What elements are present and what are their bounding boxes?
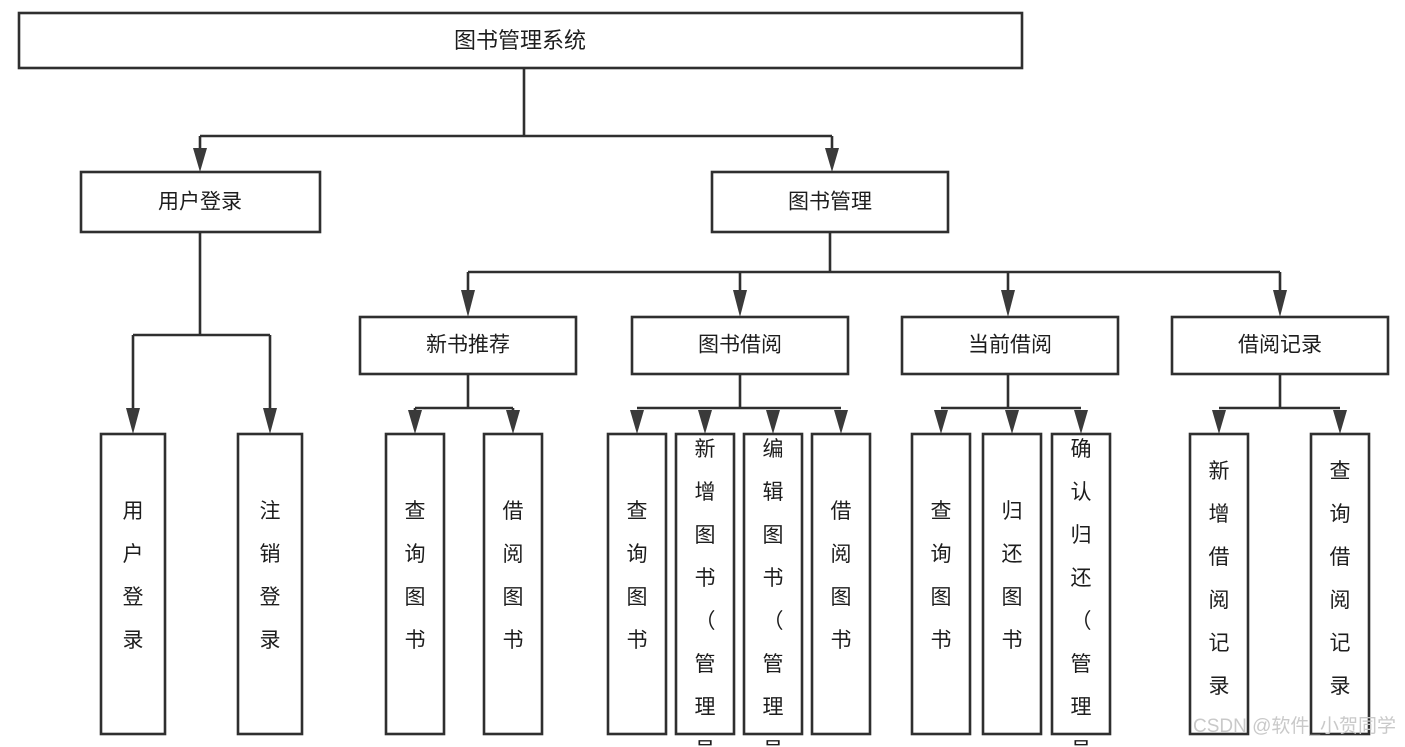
node-borrow-record-label: 借阅记录 <box>1238 334 1322 357</box>
node-leaf-query-book-borrow-box[interactable] <box>606 432 668 736</box>
arrow-head-book-borrow <box>733 290 747 317</box>
node-root[interactable]: 图书管理系统 <box>17 11 1024 70</box>
node-new-book-recommend[interactable]: 新书推荐 <box>358 315 578 376</box>
arrow-head-leaf-query-book-borrow <box>630 410 644 434</box>
arrow-head-leaf-logout-login <box>263 408 277 434</box>
node-leaf-query-book-rec[interactable]: 查询图书 <box>384 432 446 736</box>
arrow-head-leaf-confirm-return-admin <box>1074 410 1088 434</box>
node-book-borrow-box[interactable] <box>630 315 850 376</box>
arrow-head-leaf-return-book <box>1005 410 1019 434</box>
arrow-head-leaf-borrow-book <box>834 410 848 434</box>
node-leaf-user-login[interactable]: 用户登录 <box>99 432 167 736</box>
arrow-head-leaf-user-login <box>126 408 140 434</box>
arrow-head-leaf-edit-book-admin <box>766 410 780 434</box>
arrow-head-leaf-query-book-rec <box>408 410 422 434</box>
node-leaf-query-book-current-box[interactable] <box>910 432 972 736</box>
node-current-borrow-box[interactable] <box>900 315 1120 376</box>
node-book-borrow[interactable]: 图书借阅 <box>630 315 850 376</box>
node-root-box[interactable] <box>17 11 1024 70</box>
node-leaf-add-borrow-record-label: 新增借阅记录 <box>1209 460 1230 698</box>
node-leaf-borrow-book-rec-label: 借阅图书 <box>503 500 524 652</box>
node-borrow-record[interactable]: 借阅记录 <box>1170 315 1390 376</box>
node-leaf-query-book-borrow-label: 查询图书 <box>627 500 648 652</box>
node-leaf-return-book[interactable]: 归还图书 <box>981 432 1043 736</box>
node-leaf-edit-book-admin[interactable]: 编辑图书（管理员） <box>742 432 804 747</box>
node-current-borrow-label: 当前借阅 <box>968 334 1052 357</box>
node-current-borrow[interactable]: 当前借阅 <box>900 315 1120 376</box>
connector-group-book-management <box>461 232 1287 317</box>
node-leaf-return-book-label: 归还图书 <box>1002 500 1023 652</box>
csdn-watermark: CSDN @软件_小贺同学 <box>1193 715 1396 737</box>
node-leaf-query-book-rec-label: 查询图书 <box>405 500 426 652</box>
connector-group-new-book-recommend <box>408 374 520 434</box>
arrow-head-current-borrow <box>1001 290 1015 317</box>
node-root-label: 图书管理系统 <box>454 28 586 53</box>
node-leaf-borrow-book-rec-box[interactable] <box>482 432 544 736</box>
node-leaf-query-book-borrow[interactable]: 查询图书 <box>606 432 668 736</box>
arrow-head-leaf-add-book-admin <box>698 410 712 434</box>
node-leaf-add-book-admin-box[interactable] <box>674 432 736 736</box>
node-leaf-confirm-return-admin[interactable]: 确认归还（管理员） <box>1050 432 1112 747</box>
connector-group-borrow-record <box>1212 374 1347 434</box>
node-leaf-confirm-return-admin-label: 确认归还（管理员） <box>1071 438 1092 747</box>
node-leaf-edit-book-admin-box[interactable] <box>742 432 804 736</box>
node-user-login-label: 用户登录 <box>158 191 242 214</box>
arrow-head-leaf-borrow-book-rec <box>506 410 520 434</box>
node-leaf-confirm-return-admin-box[interactable] <box>1050 432 1112 736</box>
node-leaf-query-borrow-record[interactable]: 查询借阅记录 <box>1309 432 1371 736</box>
arrow-head-new-book-recommend <box>461 290 475 317</box>
node-book-management[interactable]: 图书管理 <box>710 170 950 234</box>
node-leaf-add-book-admin-label: 新增图书（管理员） <box>695 438 716 747</box>
arrow-head-book-management <box>825 148 839 172</box>
node-leaf-edit-book-admin-label: 编辑图书（管理员） <box>763 438 784 747</box>
node-new-book-recommend-box[interactable] <box>358 315 578 376</box>
node-leaf-add-borrow-record-box[interactable] <box>1188 432 1250 736</box>
arrow-head-leaf-query-book-current <box>934 410 948 434</box>
node-leaf-borrow-book-rec[interactable]: 借阅图书 <box>482 432 544 736</box>
node-leaf-borrow-book[interactable]: 借阅图书 <box>810 432 872 736</box>
node-book-management-label: 图书管理 <box>788 191 872 214</box>
node-new-book-recommend-label: 新书推荐 <box>426 334 510 357</box>
connector-group-book-borrow <box>630 374 848 434</box>
connector-group-root <box>193 68 839 172</box>
connector-group-user-login <box>126 232 277 434</box>
node-user-login-box[interactable] <box>79 170 322 234</box>
node-leaf-user-login-box[interactable] <box>99 432 167 736</box>
node-leaf-return-book-box[interactable] <box>981 432 1043 736</box>
arrow-head-borrow-record <box>1273 290 1287 317</box>
node-leaf-add-borrow-record[interactable]: 新增借阅记录 <box>1188 432 1250 736</box>
node-leaf-logout-login-box[interactable] <box>236 432 304 736</box>
node-borrow-record-box[interactable] <box>1170 315 1390 376</box>
node-leaf-user-login-label: 用户登录 <box>123 500 144 652</box>
node-leaf-add-book-admin[interactable]: 新增图书（管理员） <box>674 432 736 747</box>
arrow-head-leaf-add-borrow-record <box>1212 410 1226 434</box>
node-leaf-logout-login[interactable]: 注销登录 <box>236 432 304 736</box>
arrow-head-user-login <box>193 148 207 172</box>
node-leaf-query-borrow-record-label: 查询借阅记录 <box>1330 460 1351 698</box>
connector-group-current-borrow <box>934 374 1088 434</box>
node-leaf-borrow-book-box[interactable] <box>810 432 872 736</box>
node-leaf-query-book-rec-box[interactable] <box>384 432 446 736</box>
node-leaf-logout-login-label: 注销登录 <box>260 500 281 652</box>
node-leaf-query-borrow-record-box[interactable] <box>1309 432 1371 736</box>
node-user-login[interactable]: 用户登录 <box>79 170 322 234</box>
node-leaf-query-book-current-label: 查询图书 <box>931 500 952 652</box>
node-book-management-box[interactable] <box>710 170 950 234</box>
node-book-borrow-label: 图书借阅 <box>698 334 782 357</box>
arrow-head-leaf-query-borrow-record <box>1333 410 1347 434</box>
node-leaf-query-book-current[interactable]: 查询图书 <box>910 432 972 736</box>
node-leaf-borrow-book-label: 借阅图书 <box>831 500 852 652</box>
